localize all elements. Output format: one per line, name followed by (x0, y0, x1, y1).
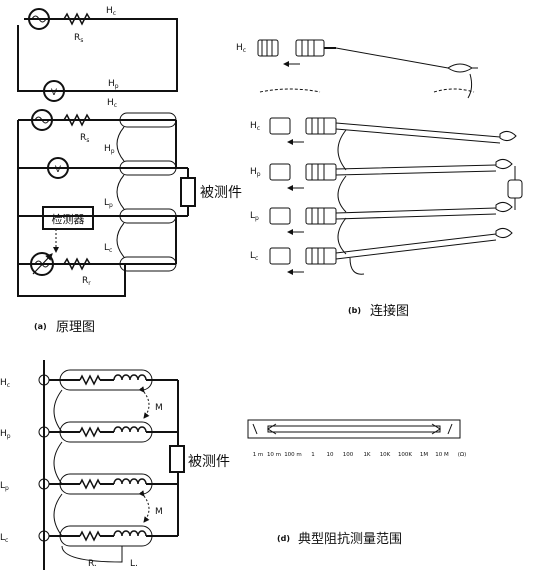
inductor-icon (113, 374, 147, 381)
simple-rs-label: Rs (74, 33, 83, 44)
sine-wave-icon (31, 15, 47, 23)
ac-source-icon (28, 8, 50, 30)
detector-box (42, 206, 94, 230)
dut-resistor-box (180, 177, 196, 207)
range-bar (267, 425, 441, 433)
tick-label: 10 m (267, 452, 281, 458)
tick-label: 100K (398, 452, 412, 458)
dut-label: 被测件 (200, 185, 242, 201)
resistor-rr-icon (63, 257, 91, 271)
tick-label: 10 (327, 452, 334, 458)
caption-a-letter: (a) (34, 322, 47, 331)
tick-label: 1 m (253, 452, 264, 458)
hp-label: Hp (104, 144, 115, 155)
coax-shields (116, 112, 177, 272)
l-label: L. (130, 559, 138, 569)
mutual-label: M (155, 403, 163, 413)
simple-circuit-loop (17, 18, 178, 92)
dut-label: 被测件 (188, 454, 230, 470)
c-row-hc: Hc (0, 369, 178, 391)
inductor-icon (113, 530, 147, 537)
hc-label: Hc (107, 98, 117, 109)
c-row-label: Lp (0, 481, 9, 492)
mutual-inductance-arrow (138, 386, 150, 419)
variable-source-icon (30, 252, 54, 276)
clip-icon (447, 63, 473, 73)
b-row-lc: Lc (250, 227, 513, 275)
tick-label: 100 (343, 452, 354, 458)
voltmeter-label: V (55, 165, 62, 175)
tick-label: 10K (380, 452, 391, 458)
c-row-hp: Hp (0, 421, 178, 443)
voltmeter-icon (43, 80, 65, 102)
caption-d-letter: (d) (277, 534, 290, 543)
panel-b-connection-diagram: Hc Hc Hp (236, 39, 523, 275)
tick-label: 10 M (435, 452, 449, 458)
b-row-hc: Hc (250, 117, 517, 145)
resistor-icon (79, 530, 101, 542)
b-row-label: Hp (250, 167, 261, 178)
detector-label: 检测器 (52, 212, 85, 226)
c-row-lc: Lc (0, 525, 178, 547)
caption-d: 典型阻抗测量范围 (298, 532, 402, 547)
bnc-connector-icon (257, 39, 336, 57)
inductor-icon (113, 426, 147, 433)
r-label: R. (88, 559, 97, 569)
tick-label: 1M (420, 452, 428, 458)
voltmeter-icon (47, 157, 69, 179)
b-top-label: Hc (236, 43, 246, 54)
inductor-icon (113, 478, 147, 485)
dut-cylinder-icon (507, 179, 523, 199)
dut-resistor-box (169, 445, 185, 473)
tick-label: (Ω) (458, 452, 467, 458)
c-row-lp: Lp (0, 473, 178, 495)
simple-hp-label: Hp (108, 79, 119, 90)
lp-label: Lp (104, 198, 113, 209)
b-row-label: Lc (250, 251, 258, 262)
range-axis-box (247, 419, 461, 439)
panel-a-simple-circuit: V Hc Rs Hp (14, 6, 178, 102)
resistor-rs-icon (63, 12, 91, 26)
sine-wave-icon (34, 116, 50, 124)
ac-source-icon (31, 109, 53, 131)
caption-b-letter: (b) (348, 306, 361, 315)
panel-c-four-terminal-pair: Hc Hp Lp (0, 360, 230, 570)
tick-label: 1K (363, 452, 370, 458)
resistor-icon (79, 374, 101, 386)
simple-hc-label: Hc (106, 6, 116, 17)
resistor-icon (79, 426, 101, 438)
caption-b: 连接图 (370, 303, 409, 319)
range-arrowheads (267, 423, 441, 435)
voltmeter-label: V (51, 88, 58, 98)
caption-a: 原理图 (56, 320, 95, 335)
b-row-lp: Lp (250, 201, 513, 235)
b-row-label: Lp (250, 211, 259, 222)
c-row-label: Hc (0, 378, 10, 389)
b-row-hp: Hp (250, 158, 513, 191)
c-row-label: Lc (0, 533, 8, 544)
panel-a-four-terminal-circuit: V 被测件 检测器 Hc Rs Hp (17, 98, 242, 297)
resistor-icon (79, 478, 101, 490)
tick-label: 1 (311, 452, 315, 458)
lc-label: Lc (104, 243, 112, 254)
resistor-rs-icon (63, 113, 91, 127)
b-row-label: Hc (250, 121, 260, 132)
mutual-label: M (155, 507, 163, 517)
rs-label: Rs (80, 133, 89, 144)
tick-label: 100 m (284, 452, 302, 458)
rr-label: Rr (82, 276, 91, 287)
mutual-inductance-arrow (138, 490, 150, 523)
c-row-label: Hp (0, 429, 11, 440)
